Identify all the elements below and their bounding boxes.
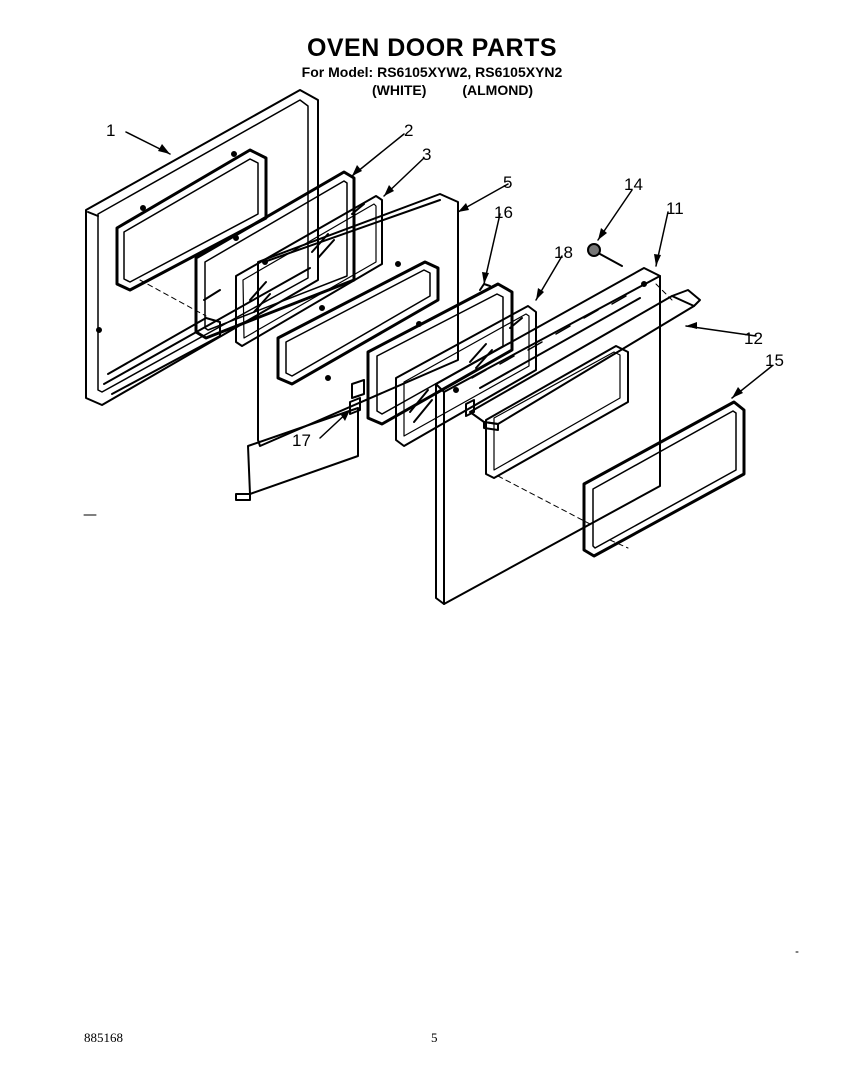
alignment-lines <box>139 279 673 549</box>
callout-11: 11 <box>666 199 684 218</box>
color-variants: (WHITE) (ALMOND) <box>372 82 533 98</box>
callout-5: 5 <box>503 173 512 192</box>
callout-3: 3 <box>422 145 431 164</box>
part-15-window-trim <box>582 400 746 558</box>
part-1-outer-door-panel <box>85 89 319 406</box>
variant-white: (WHITE) <box>372 82 427 98</box>
callout-12: 12 <box>744 329 763 348</box>
callout-14: 14 <box>624 175 643 194</box>
page-number: 5 <box>431 1030 438 1045</box>
callout-2: 2 <box>404 121 413 140</box>
part-12-door-handle <box>465 289 701 431</box>
leader-arrowheads <box>158 144 743 421</box>
part-14-screw <box>587 243 623 267</box>
model-line: For Model: RS6105XYW2, RS6105XYN2 <box>301 64 563 80</box>
callout-18: 18 <box>554 243 573 262</box>
part-11-door-liner <box>435 267 661 605</box>
part-18-inner-glass <box>395 305 537 447</box>
document-id: 885168 <box>84 1030 123 1045</box>
callout-17: 17 <box>292 431 311 450</box>
callout-15: 15 <box>765 351 784 370</box>
callout-labels: 1 2 3 5 16 14 11 18 12 15 17 <box>106 121 784 450</box>
page-title: OVEN DOOR PARTS <box>306 34 558 62</box>
callout-1: 1 <box>106 121 115 140</box>
scan-marks <box>83 514 799 953</box>
callout-16: 16 <box>494 203 513 222</box>
leader-lines <box>125 131 773 439</box>
variant-almond: (ALMOND) <box>462 82 534 98</box>
